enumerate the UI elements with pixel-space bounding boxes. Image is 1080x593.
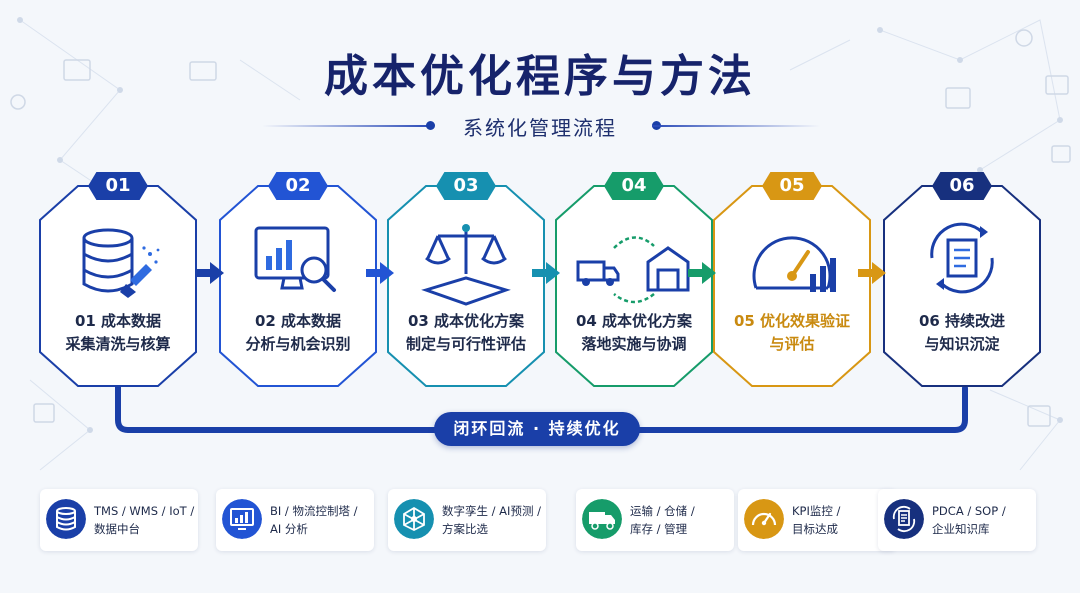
subtitle: 系统化管理流程	[463, 116, 617, 140]
step-label-line1: 05 优化效果验证	[733, 312, 851, 330]
step-label-line2: 制定与可行性评估	[405, 335, 526, 353]
tool-card: BI / 物流控制塔 / AI 分析	[216, 489, 374, 551]
step-number-badge: 05	[762, 172, 822, 200]
network-icon	[394, 499, 434, 539]
tool-line2: 数据中台	[94, 522, 140, 536]
step-label: 04 成本优化方案 落地实施与协调	[560, 310, 708, 356]
tool-line1: 运输 / 仓储 /	[630, 504, 695, 518]
step-label: 03 成本优化方案 制定与可行性评估	[392, 310, 540, 356]
step-frame	[555, 185, 713, 387]
step-label: 06 持续改进 与知识沉淀	[888, 310, 1036, 356]
step-label: 05 优化效果验证 与评估	[718, 310, 866, 356]
database-brush-icon	[82, 228, 160, 298]
tool-line1: BI / 物流控制塔 /	[270, 504, 358, 518]
loop-label-pill: 闭环回流 · 持续优化	[434, 412, 640, 446]
subtitle-left-dot	[426, 121, 435, 130]
arrow-right-icon	[858, 262, 886, 284]
step-frame	[387, 185, 545, 387]
step-label-line2: 分析与机会识别	[245, 335, 351, 353]
step-label-line1: 06 持续改进	[918, 312, 1006, 330]
page-title: 成本优化程序与方法	[324, 51, 756, 102]
subtitle-row: 系统化管理流程	[0, 112, 1080, 140]
step-card-06: 06 06 持续改进 与知识沉淀	[882, 172, 1042, 388]
tool-line1: TMS / WMS / IoT /	[94, 504, 195, 518]
tool-card: KPI监控 / 目标达成	[738, 489, 896, 551]
step-card-05: 05 05 优化效果验证 与评估	[712, 172, 872, 388]
tool-line1: PDCA / SOP /	[932, 504, 1006, 518]
step-label-line2: 落地实施与协调	[581, 335, 687, 353]
tool-line2: 库存 / 管理	[630, 522, 688, 536]
tool-line1: 数字孪生 / AI预测 /	[442, 504, 541, 518]
scale-icon	[421, 224, 511, 306]
step-card-03: 03 03 成本优化方案 制定与可行性评估	[386, 172, 546, 388]
step-frame	[713, 185, 871, 387]
step-label-line2: 采集清洗与核算	[65, 335, 171, 353]
step-frame	[219, 185, 377, 387]
step-label-line1: 04 成本优化方案	[575, 312, 693, 330]
step-number-badge: 02	[268, 172, 328, 200]
tool-text: KPI监控 / 目标达成	[792, 502, 892, 538]
step-frame	[883, 185, 1041, 387]
step-card-02: 02 02 成本数据 分析与机会识别	[218, 172, 378, 388]
step-label: 01 成本数据 采集清洗与核算	[44, 310, 192, 356]
arrow-right-icon	[532, 262, 560, 284]
tool-card: 运输 / 仓储 / 库存 / 管理	[576, 489, 734, 551]
arrow-right-icon	[366, 262, 394, 284]
tool-text: PDCA / SOP / 企业知识库	[932, 502, 1032, 538]
subtitle-right-line	[652, 125, 820, 127]
gauge-icon	[752, 236, 836, 292]
tool-card: TMS / WMS / IoT / 数据中台	[40, 489, 198, 551]
step-number-badge: 01	[88, 172, 148, 200]
step-label-line1: 03 成本优化方案	[407, 312, 525, 330]
step-label: 02 成本数据 分析与机会识别	[224, 310, 372, 356]
step-label-line1: 02 成本数据	[254, 312, 342, 330]
truck-icon	[582, 499, 622, 539]
tool-text: TMS / WMS / IoT / 数据中台	[94, 502, 194, 538]
tool-text: 运输 / 仓储 / 库存 / 管理	[630, 502, 730, 538]
tool-line2: 企业知识库	[932, 522, 990, 536]
gauge-icon	[744, 499, 784, 539]
tool-text: 数字孪生 / AI预测 / 方案比选	[442, 502, 542, 538]
arrow-right-icon	[196, 262, 224, 284]
tool-line2: 方案比选	[442, 522, 488, 536]
step-number-badge: 06	[932, 172, 992, 200]
tool-line2: 目标达成	[792, 522, 838, 536]
step-number-badge: 04	[604, 172, 664, 200]
tool-card: PDCA / SOP / 企业知识库	[878, 489, 1036, 551]
cycle-document-icon	[884, 499, 924, 539]
tool-line1: KPI监控 /	[792, 504, 841, 518]
step-card-04: 04 04 成本优化方案 落地实施与协调	[554, 172, 714, 388]
cycle-document-icon	[930, 222, 994, 294]
tool-card: 数字孪生 / AI预测 / 方案比选	[388, 489, 546, 551]
step-card-01: 01 01 成本数据 采集清洗与核算	[38, 172, 198, 388]
step-frame	[39, 185, 197, 387]
step-label-line2: 与知识沉淀	[924, 335, 1000, 353]
step-label-line1: 01 成本数据	[74, 312, 162, 330]
step-number-badge: 03	[436, 172, 496, 200]
monitor-analysis-icon	[254, 226, 336, 292]
tool-line2: AI 分析	[270, 522, 308, 536]
subtitle-left-line	[262, 125, 430, 127]
database-icon	[46, 499, 86, 539]
truck-warehouse-icon	[576, 236, 690, 304]
step-label-line2: 与评估	[769, 335, 815, 353]
arrow-right-icon	[688, 262, 716, 284]
tool-text: BI / 物流控制塔 / AI 分析	[270, 502, 370, 538]
chart-monitor-icon	[222, 499, 262, 539]
